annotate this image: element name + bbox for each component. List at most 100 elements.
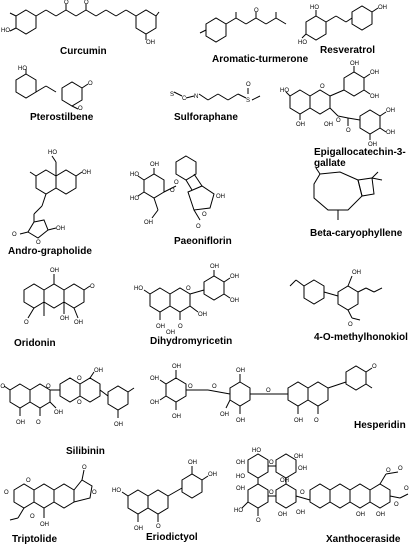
- compound-name-curcumin: Curcumin: [60, 46, 107, 57]
- atom-label: OH: [376, 512, 385, 518]
- compound-name-silibinin: Silibinin: [66, 446, 105, 457]
- atom-label: OH: [82, 170, 91, 176]
- resveratrol-structure: HO HO OH: [298, 5, 387, 46]
- atom-label: OH: [294, 418, 303, 424]
- atom-label: OH: [370, 94, 379, 100]
- compound-name-aromatic-turmerone: Aromatic-turmerone: [212, 54, 309, 65]
- atom-label: OH: [156, 324, 165, 330]
- eriodictyol-structure: HO OH OH O OH: [112, 460, 217, 532]
- compound-name-line: Epigallocatechin-3-: [314, 147, 406, 158]
- atom-label: OH: [296, 510, 305, 516]
- atom-label: OH: [210, 264, 219, 270]
- atom-label: C: [182, 96, 187, 102]
- atom-label: OH: [172, 414, 181, 420]
- compound-name-beta-caryophyllene: Beta-caryophyllene: [310, 228, 403, 239]
- atom-label: O: [156, 524, 161, 530]
- atom-label: OH: [150, 400, 159, 406]
- atom-label: O: [24, 320, 29, 326]
- compound-name-oridonin: Oridonin: [14, 338, 56, 349]
- atom-label: O: [174, 180, 179, 186]
- atom-label: OH: [368, 142, 377, 148]
- curcumin-structure: HO OH O O: [1, 0, 160, 46]
- compound-name-paeoniflorin: Paeoniflorin: [174, 236, 232, 247]
- paeoniflorin-structure: O O HO HO OH OH OH O O: [130, 150, 225, 230]
- atom-label: O: [186, 286, 191, 292]
- atom-label: OH: [40, 522, 49, 528]
- atom-label: OH: [294, 454, 303, 460]
- atom-label: HO: [18, 66, 27, 72]
- atom-label: O: [36, 420, 41, 426]
- atom-label: HO: [134, 286, 143, 292]
- atom-label: O: [394, 502, 399, 508]
- atom-label: OH: [144, 220, 153, 226]
- atom-label: O: [269, 460, 274, 466]
- compound-name-resveratrol: Resveratrol: [320, 45, 376, 56]
- atom-label: N: [194, 94, 198, 100]
- atom-label: O: [372, 364, 377, 370]
- atom-label: O: [269, 490, 274, 496]
- atom-label: O: [336, 118, 341, 124]
- atom-label: OH: [198, 312, 207, 318]
- andrographolide-structure: HO OH O O OH: [12, 150, 91, 246]
- atom-label: O: [386, 468, 391, 474]
- atom-label: O: [77, 376, 82, 382]
- atom-label: O: [404, 486, 409, 492]
- compound-name-egcg: Epigallocatechin-3- gallate: [314, 147, 414, 169]
- atom-label: O: [314, 418, 319, 424]
- atom-label: OH: [172, 364, 181, 370]
- atom-label: HO: [236, 474, 245, 480]
- atom-label: OH: [386, 130, 395, 136]
- atom-label: O: [12, 232, 17, 238]
- atom-label: HO: [112, 488, 121, 494]
- atom-label: O: [77, 400, 82, 406]
- atom-label: O: [26, 478, 31, 484]
- atom-label: HO: [310, 5, 319, 11]
- atom-label: O: [266, 388, 271, 394]
- atom-label: O: [196, 224, 201, 230]
- 4-o-methylhonokiol-structure: OH O: [286, 270, 410, 328]
- atom-label: S: [170, 92, 174, 98]
- atom-label: OH: [16, 420, 25, 426]
- hesperidin-structure: OH OH OH OH O O O OH OH OH O OH O: [150, 364, 377, 424]
- egcg-structure: HO OH OH OH O OH OH O OH OH O OH: [280, 61, 395, 148]
- atom-label: HO: [0, 384, 5, 390]
- atom-label: O: [84, 0, 89, 6]
- atom-label: HO: [48, 150, 57, 156]
- atom-label: O: [36, 240, 41, 246]
- atom-label: OH: [386, 108, 395, 114]
- compound-name-triptolide: Triptolide: [12, 534, 57, 545]
- dihydromyricetin-structure: HO OH OH OH O OH OH OH O: [134, 264, 239, 336]
- atom-label: OH: [216, 194, 225, 200]
- atom-label: OH: [54, 410, 63, 416]
- atom-label: O: [320, 84, 325, 90]
- atom-label: O: [46, 384, 51, 390]
- atom-label: HO: [280, 88, 289, 94]
- atom-label: OH: [324, 122, 333, 128]
- atom-label: O: [30, 514, 35, 520]
- atom-label: S: [246, 98, 250, 104]
- atom-label: OH: [208, 472, 217, 478]
- atom-label: OH: [146, 40, 155, 46]
- compound-name-dihydromyricetin: Dihydromyricetin: [150, 336, 233, 347]
- compound-name-andrographolide: Andro-grapholide: [8, 246, 92, 257]
- atom-label: OH: [298, 466, 307, 472]
- compound-name-eriodictyol: Eriodictyol: [146, 532, 198, 543]
- atom-label: OH: [150, 376, 159, 382]
- atom-label: OH: [220, 412, 229, 418]
- atom-label: O: [256, 518, 261, 524]
- atom-label: OH: [56, 226, 65, 232]
- atom-label: OH: [352, 270, 361, 276]
- atom-label: O: [188, 384, 193, 390]
- atom-label: OH: [166, 330, 175, 336]
- compound-name-sulforaphane: Sulforaphane: [174, 112, 238, 123]
- atom-label: O: [178, 324, 183, 330]
- compound-name-line: gallate: [314, 158, 346, 169]
- compound-name-xanthoceraside: Xanthoceraside: [326, 534, 401, 545]
- xanthoceraside-structure: HO OH OH OH HO OH O OH O O HO O OH OH O …: [234, 448, 409, 524]
- atom-label: O: [170, 188, 175, 194]
- atom-label: O: [82, 465, 87, 471]
- atom-label: O: [4, 490, 9, 496]
- atom-label: O: [88, 81, 93, 87]
- atom-label: OH: [188, 460, 197, 466]
